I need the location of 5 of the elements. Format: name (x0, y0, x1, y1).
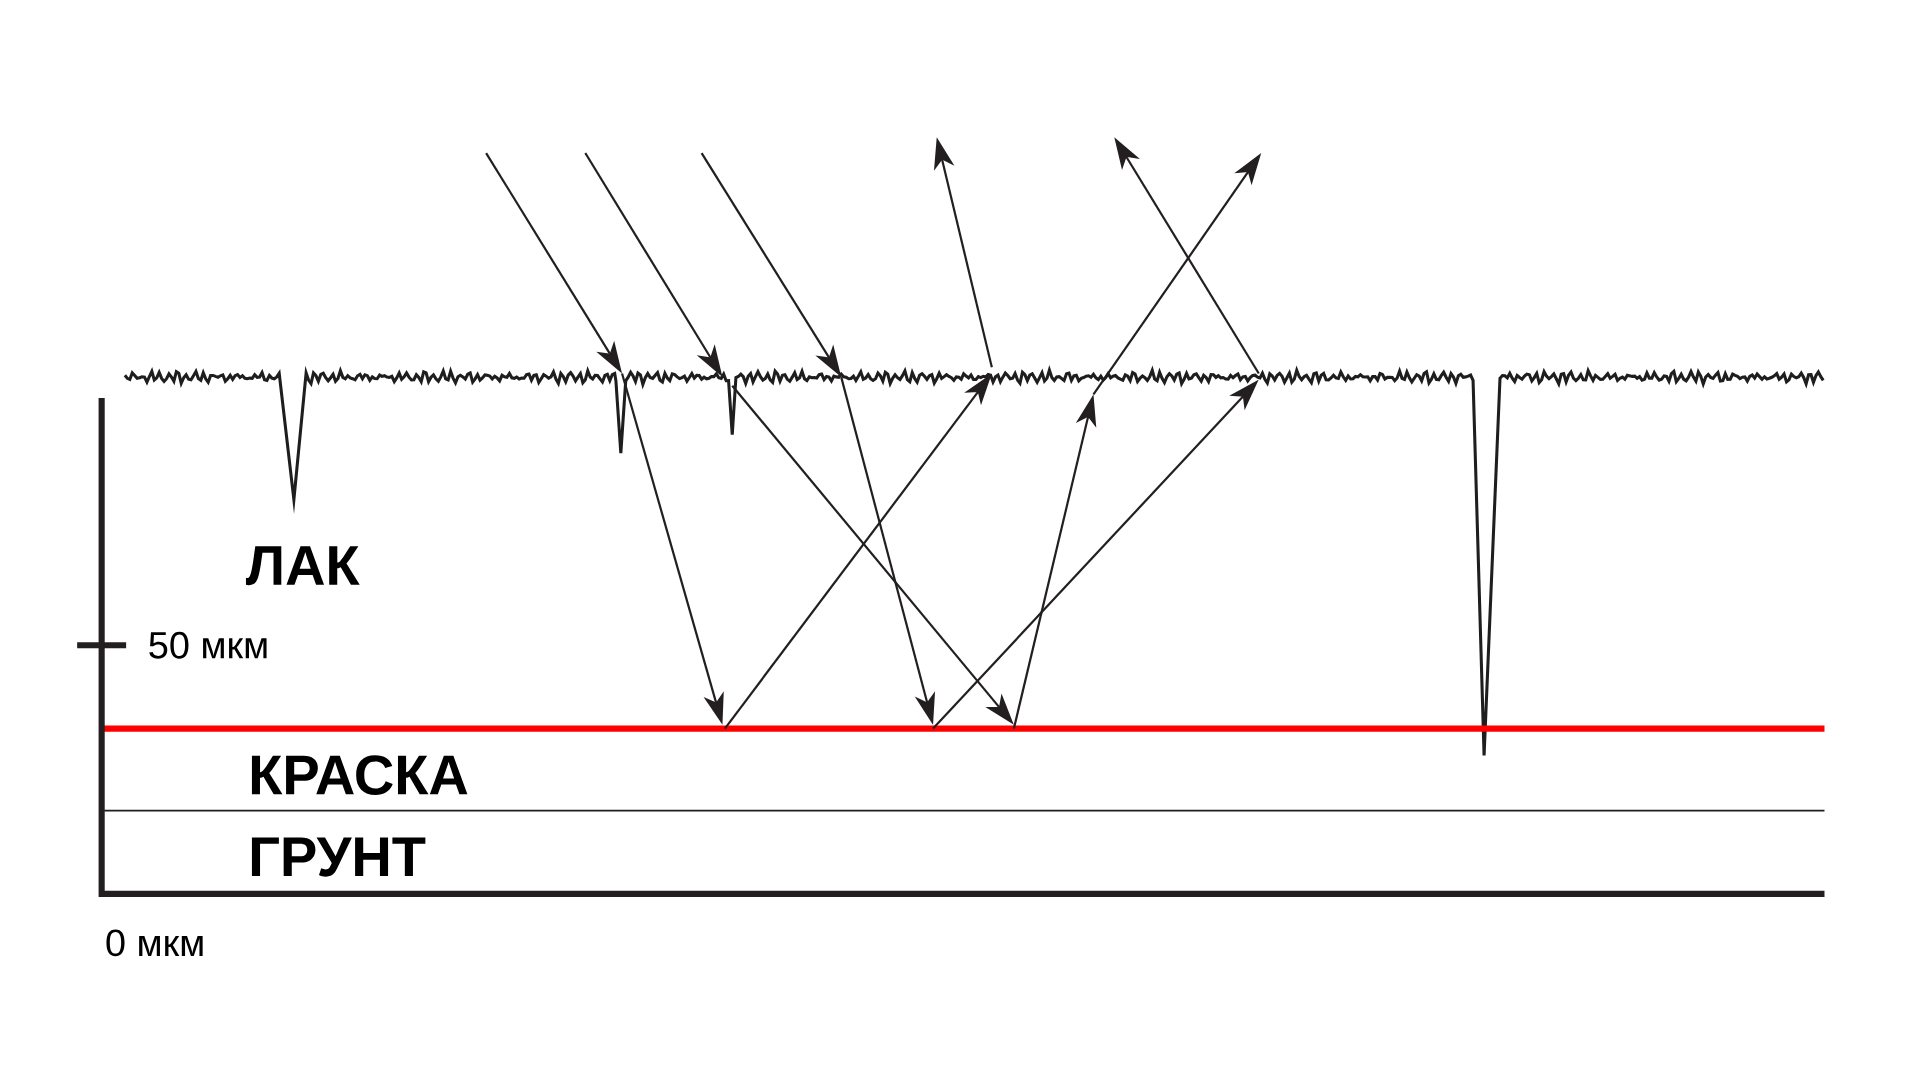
scale-label: 0 мкм (106, 929, 203, 957)
layer-label: КРАСКА (251, 755, 468, 795)
layer-label: ГРУНТ (251, 837, 426, 877)
layer-label: ЛАК (245, 546, 360, 586)
scale-label: 50 мкм (149, 631, 267, 659)
